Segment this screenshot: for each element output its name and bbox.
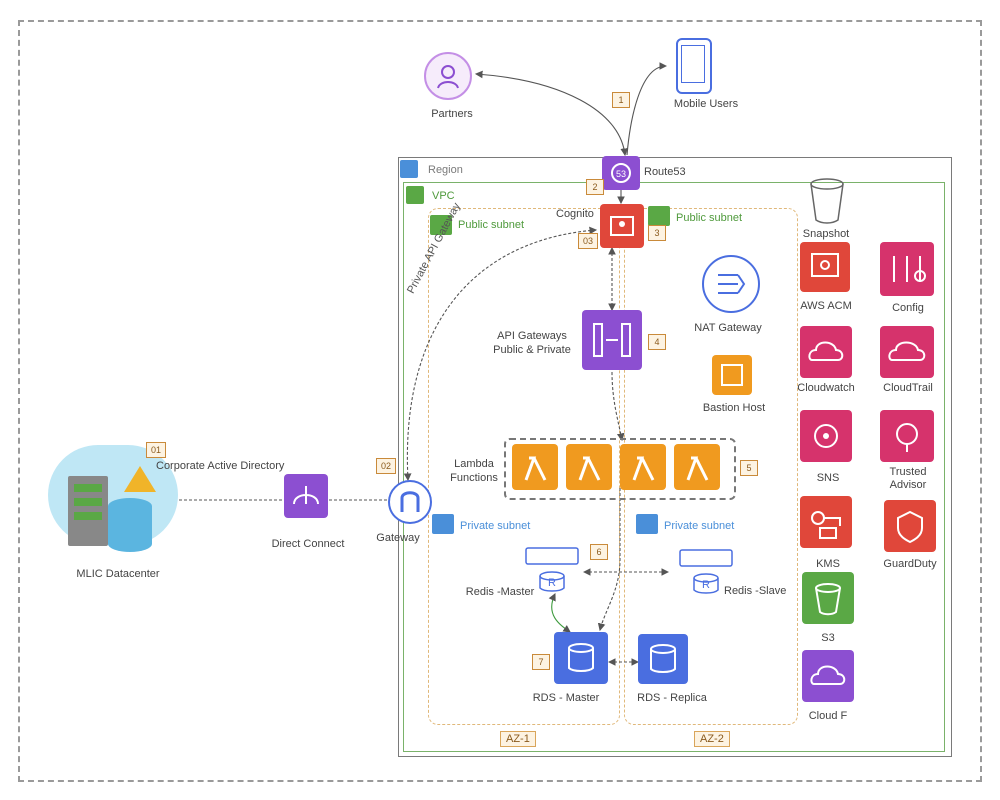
gateway-label: Gateway — [376, 532, 420, 544]
datacenter-server-icon — [68, 476, 108, 546]
s3-label: S3 — [821, 632, 835, 644]
trusted-advisor-label-2: Advisor — [889, 479, 927, 491]
lambda-label-1: Lambda — [454, 458, 494, 470]
lambda-group — [504, 438, 736, 500]
vpc-icon — [406, 186, 424, 204]
redis-slave-icon: R — [676, 546, 736, 596]
private-subnet-2-label: Private subnet — [664, 520, 735, 532]
edge-redis-rds — [548, 593, 571, 633]
direct-connect-icon — [284, 474, 328, 518]
lambda-icon-1 — [512, 444, 558, 490]
mobile-users-label: Mobile Users — [673, 98, 739, 110]
cloudtrail-label: CloudTrail — [883, 382, 933, 394]
region-label: Region — [428, 164, 463, 176]
bastion-host-label: Bastion Host — [702, 402, 766, 414]
guardduty-icon — [884, 500, 936, 552]
cloudfront-label: Cloud F — [808, 710, 848, 722]
edge-private-apigw — [403, 226, 598, 482]
step-badge-7: 7 — [532, 654, 550, 670]
step-badge-5: 5 — [740, 460, 758, 476]
private-subnet-1-icon — [432, 514, 454, 534]
partners-icon — [424, 52, 472, 100]
edge-partners-route53 — [474, 70, 629, 157]
step-badge-4: 4 — [648, 334, 666, 350]
step-badge-02: 02 — [376, 458, 396, 474]
trusted-advisor-icon — [880, 410, 934, 462]
lambda-icon-3 — [620, 444, 666, 490]
redis-master-label: Redis -Master — [465, 586, 535, 598]
snapshot-label: Snapshot — [802, 228, 850, 240]
rds-master-label: RDS - Master — [532, 692, 600, 704]
cognito-icon — [600, 204, 644, 248]
datacenter-label: MLIC Datacenter — [76, 568, 160, 580]
cognito-label: Cognito — [556, 208, 594, 220]
mobile-users-icon — [676, 38, 712, 94]
rds-master-icon — [554, 632, 608, 684]
step-badge-01: 01 — [146, 442, 166, 458]
region-icon — [400, 160, 418, 178]
private-subnet-1-label: Private subnet — [460, 520, 531, 532]
direct-connect-label: Direct Connect — [271, 538, 345, 550]
bastion-host-icon — [712, 355, 752, 395]
active-directory-warning-icon — [124, 466, 156, 492]
public-subnet-1-label: Public subnet — [458, 219, 525, 231]
cloudtrail-icon — [880, 326, 934, 378]
aws-acm-label: AWS ACM — [800, 300, 852, 312]
sns-label: SNS — [816, 472, 840, 484]
vpc-boundary — [403, 182, 945, 752]
step-badge-6: 6 — [590, 544, 608, 560]
cloudfront-icon — [802, 650, 854, 702]
az1-label: AZ-1 — [500, 731, 536, 747]
public-subnet-1-icon — [430, 215, 452, 235]
nat-gateway-label: NAT Gateway — [694, 322, 762, 334]
config-icon — [880, 242, 934, 296]
lambda-icon-2 — [566, 444, 612, 490]
guardduty-label: GuardDuty — [883, 558, 937, 570]
api-gateway-label-2: Public & Private — [493, 344, 571, 356]
lambda-icon-4 — [674, 444, 720, 490]
cloudwatch-icon — [800, 326, 852, 378]
public-subnet-2-icon — [648, 206, 670, 226]
aws-acm-icon — [800, 242, 850, 292]
snapshot-bucket-icon — [806, 176, 848, 226]
partners-label: Partners — [431, 108, 473, 120]
svg-text:53: 53 — [616, 169, 626, 179]
api-gateway-label-1: API Gateways — [497, 330, 567, 342]
redis-slave-label: Redis -Slave — [724, 585, 787, 597]
diagram-frame — [18, 20, 982, 782]
step-badge-1-top: 1 — [612, 92, 630, 108]
nat-gateway-icon — [702, 255, 760, 313]
route53-label: Route53 — [644, 166, 686, 178]
region-boundary — [398, 157, 952, 757]
svg-text:R: R — [548, 577, 556, 589]
sns-icon — [800, 410, 852, 462]
edge-mobile-route53 — [626, 62, 668, 156]
edge-lambda-rds — [597, 488, 621, 632]
svg-text:R: R — [702, 579, 710, 591]
kms-icon — [800, 496, 852, 548]
step-badge-3: 3 — [648, 225, 666, 241]
cloudwatch-label: Cloudwatch — [797, 382, 855, 394]
corporate-ad-label: Corporate Active Directory — [156, 460, 285, 472]
private-subnet-2-icon — [636, 514, 658, 534]
step-badge-03: 03 — [578, 233, 598, 249]
lambda-label-2: Functions — [450, 472, 498, 484]
edge-apigw-lambda — [611, 371, 625, 442]
config-label: Config — [892, 302, 924, 314]
rds-replica-icon — [638, 634, 688, 684]
az2-label: AZ-2 — [694, 731, 730, 747]
rds-replica-label: RDS - Replica — [637, 692, 707, 704]
gateway-icon — [388, 480, 432, 524]
vpc-label: VPC — [432, 190, 455, 202]
kms-label: KMS — [816, 558, 840, 570]
public-subnet-2-label: Public subnet — [676, 212, 743, 224]
step-badge-2: 2 — [586, 179, 604, 195]
redis-master-icon: R — [522, 544, 582, 594]
route53-icon: 53 — [602, 156, 640, 190]
api-gateway-icon — [582, 310, 642, 370]
database-icon — [108, 498, 152, 552]
trusted-advisor-label-1: Trusted — [889, 466, 927, 478]
s3-icon — [802, 572, 854, 624]
